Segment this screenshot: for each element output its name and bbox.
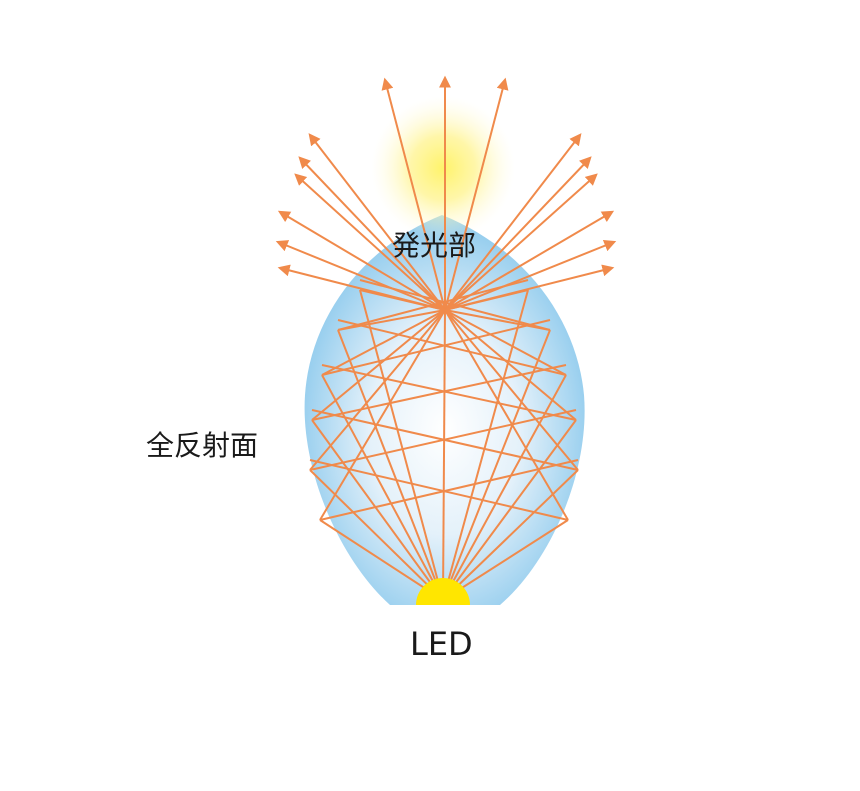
ray-arrow [444,173,598,311]
label-emitting-part: 発光部 [392,229,477,262]
label-led: LED [410,625,473,663]
ray-segment [359,289,444,601]
ray-arrow [444,133,582,311]
ray-segment [311,309,446,421]
ray-segment [319,519,444,601]
ray-arrow [444,156,592,311]
ray-segment [309,309,446,471]
ray-arrow [444,210,615,311]
ray-segment [444,309,567,376]
ray-arrow [294,173,446,311]
ray-segment [337,319,567,376]
ray-arrow [277,264,446,311]
ray-arrow [444,77,509,311]
ray-arrow [275,240,446,311]
ray-segment [311,419,444,601]
emitted-ray-arrows [275,75,617,311]
ray-segment [442,329,551,601]
ray-segment [321,309,446,376]
ray-segment [442,469,579,601]
reflected-rays [309,279,579,601]
ray-segment [311,364,567,421]
ray-segment [444,309,577,421]
ray-segment [337,329,444,601]
ray-segment [337,309,446,331]
ray-segment [442,289,529,601]
emission-glow [371,96,515,240]
ray-segment [444,309,569,521]
ray-arrow [308,133,446,311]
label-reflective-surface: 全反射面 [146,429,259,462]
ray-arrow [381,77,446,311]
ray-segment [319,309,446,521]
ray-arrow [277,210,446,311]
led-source [416,578,470,605]
ray-segment [442,419,577,601]
ray-arrow [298,156,446,311]
ray-arrow [444,264,615,311]
ray-segment [309,459,569,521]
ray-arrow [444,240,617,311]
ray-segment [321,364,577,421]
ray-segment [444,309,579,471]
ray-segment [309,469,444,601]
ray-segment [444,309,551,331]
ray-segment [321,319,551,376]
ray-segment [311,409,579,471]
ray-segment [319,459,579,521]
ray-segment [442,519,569,601]
ray-segment [442,309,446,601]
